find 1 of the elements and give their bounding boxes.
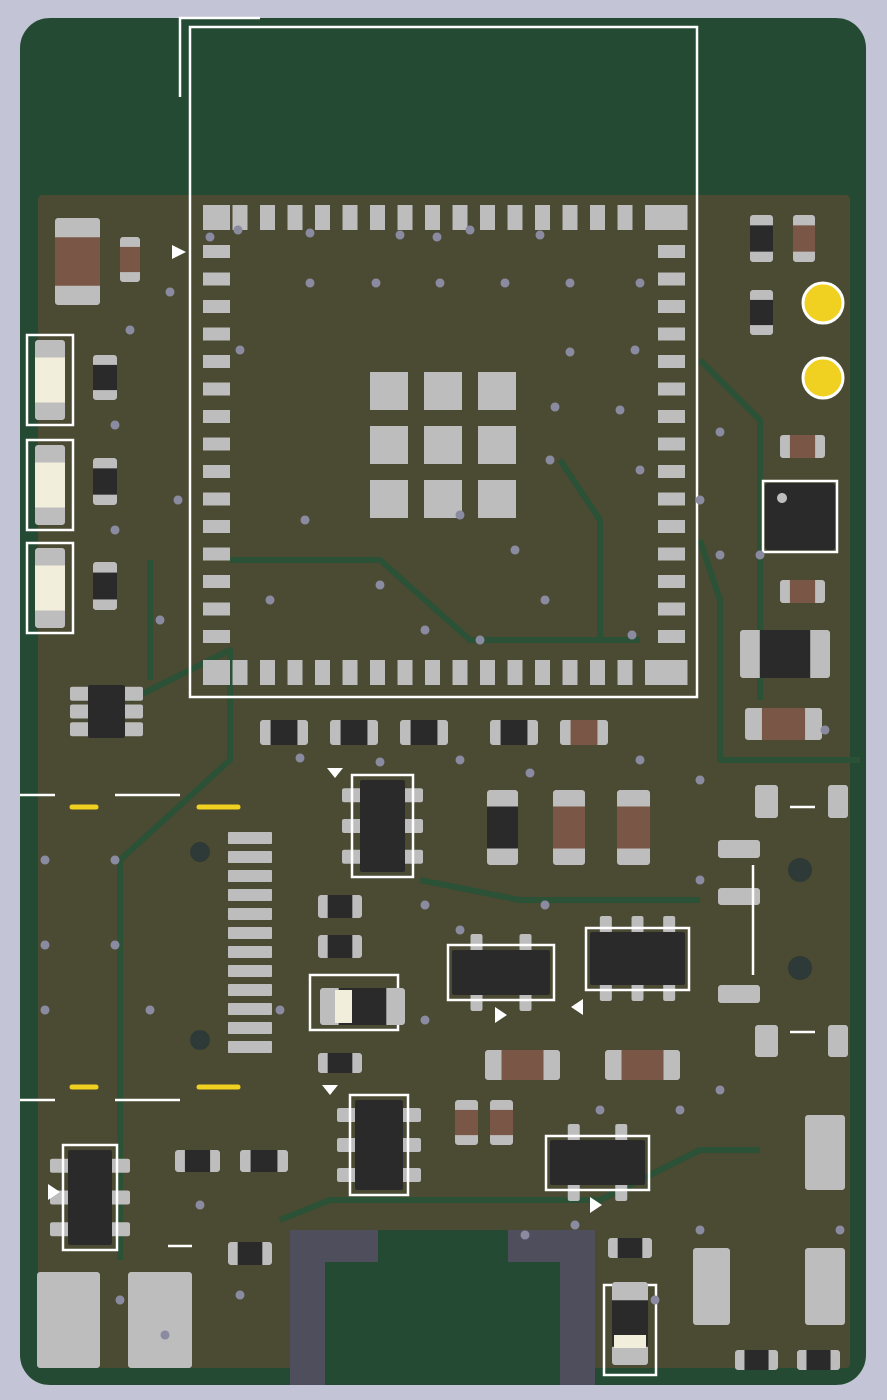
circuit-board-drawing <box>0 0 887 1400</box>
